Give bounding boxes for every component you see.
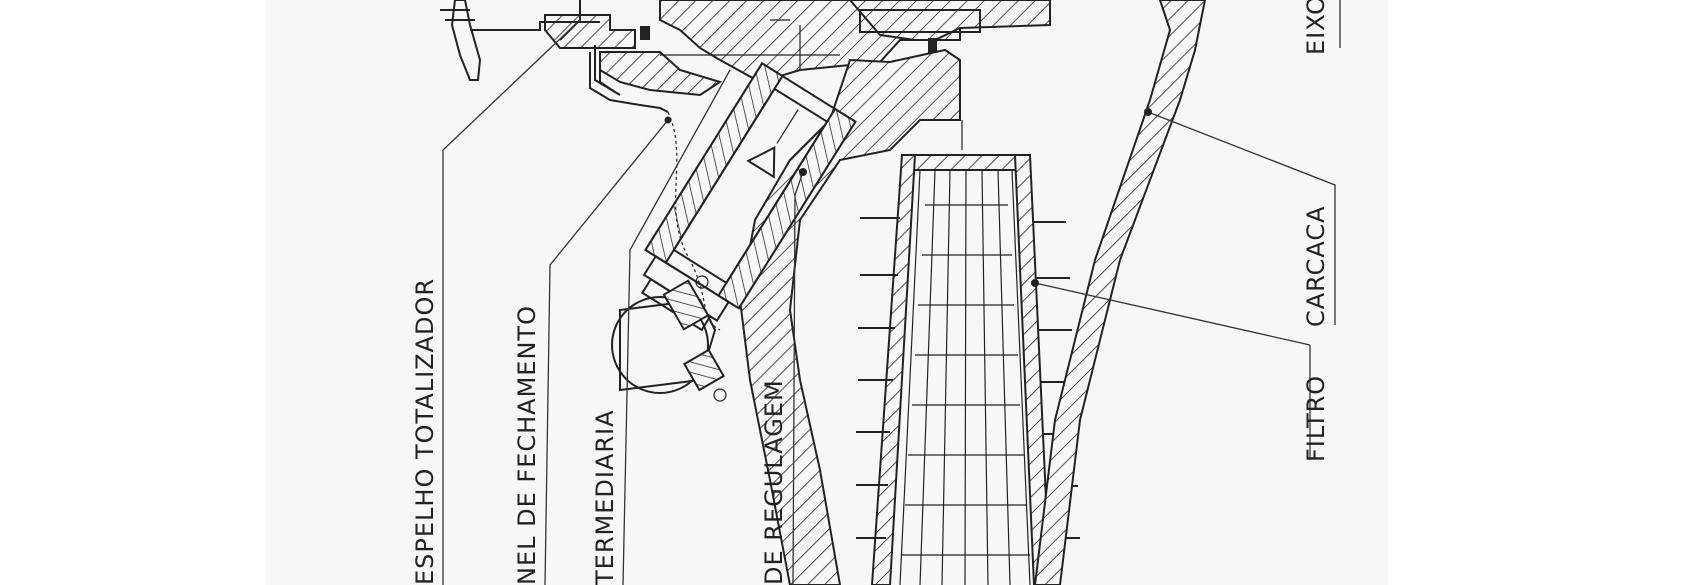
- left-flange: [440, 0, 600, 81]
- stepped-casing: [589, 52, 669, 113]
- label-intermediaria: TERMEDIARIA: [591, 409, 619, 585]
- label-eixo: EIXO: [1302, 0, 1330, 55]
- label-carcaca: CARCACA: [1302, 205, 1330, 327]
- chain-wire: [667, 111, 721, 331]
- filter-element: [856, 154, 1080, 585]
- upper-housing: [544, 0, 1051, 97]
- filter-ribs: [902, 204, 1030, 556]
- scanned-paper: [266, 0, 1388, 585]
- valve-cylinder: [640, 62, 857, 332]
- label-painel-fechamento: NEL DE FECHAMENTO: [513, 305, 541, 585]
- outer-casing: [1033, 0, 1207, 585]
- label-regulagem: DE REGULAGEM: [760, 379, 788, 585]
- leader-lines: [442, 0, 1341, 585]
- totalizer-bulb: [611, 275, 727, 402]
- label-filtro: FILTRO: [1302, 375, 1330, 462]
- label-espelho-totalizador: ESPELHO TOTALIZADOR: [411, 278, 439, 585]
